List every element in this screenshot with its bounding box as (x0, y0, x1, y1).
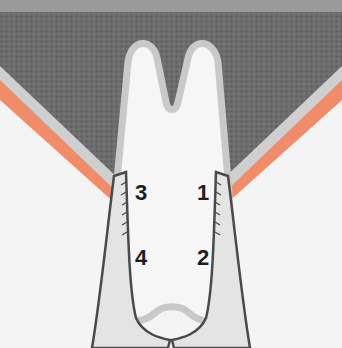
forceps-beak (172, 172, 250, 348)
callout-number: 2 (197, 247, 209, 269)
callout-number: 4 (135, 247, 147, 269)
forceps-beak (92, 172, 170, 348)
callout-number: 1 (197, 182, 209, 204)
bone-top-band (0, 0, 342, 12)
callout-number: 3 (135, 182, 147, 204)
forceps-serrations (121, 182, 221, 235)
